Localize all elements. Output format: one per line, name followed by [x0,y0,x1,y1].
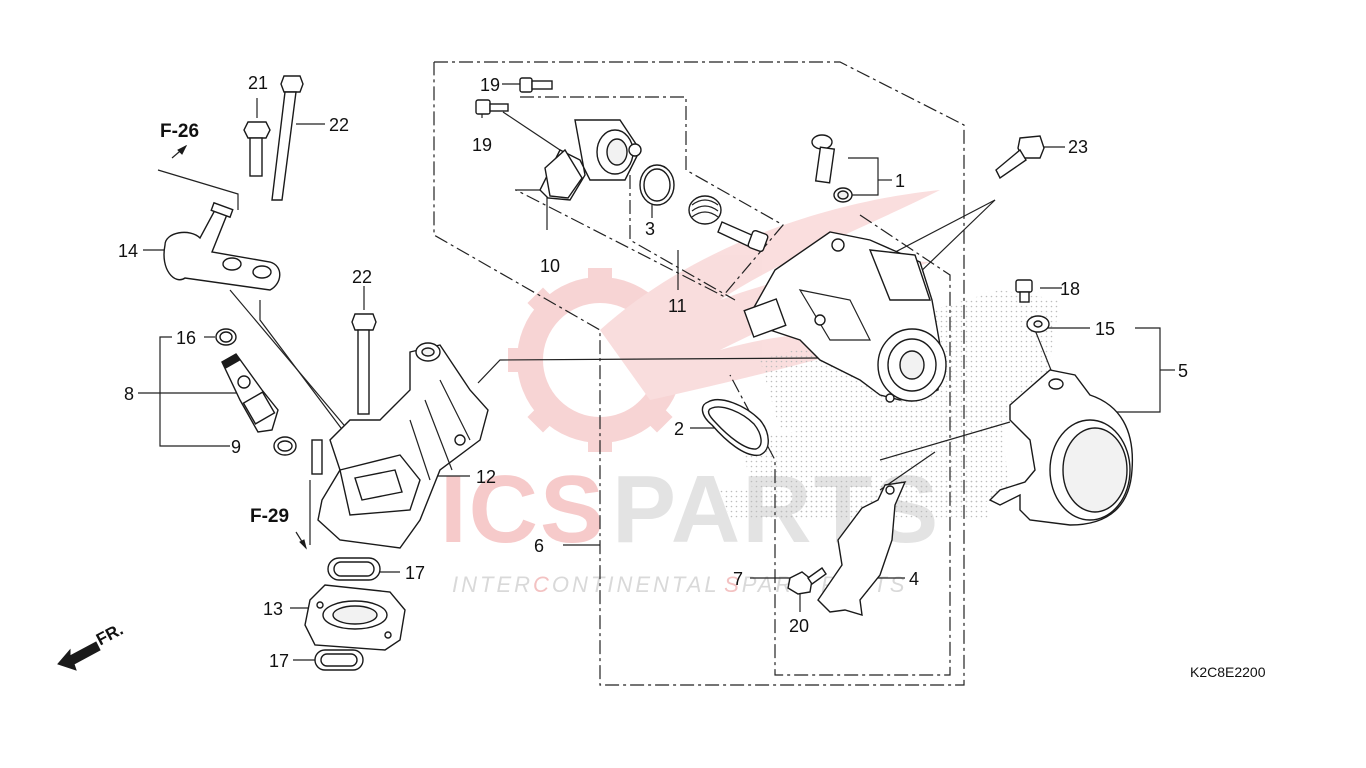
callout-23: 23 [1068,137,1089,157]
part-1-screw [811,134,853,203]
part-19-screw-lower [475,99,509,115]
part-16-o-ring-inner [219,331,233,343]
callout-18: 18 [1060,279,1081,299]
callout-1: 1 [895,171,906,191]
part-12-insulator [311,342,489,549]
callout-5: 5 [1178,361,1189,381]
part-8-injector [221,353,279,433]
section-arrow-f26 [171,144,188,159]
part-13-plate [304,584,406,651]
callout-15: 15 [1095,319,1116,339]
callout-2: 2 [674,419,685,439]
assembly-outlines [433,61,965,686]
part-11-spring [688,195,722,225]
callout-13: 13 [263,599,284,619]
callout-7: 7 [733,569,744,589]
callout-6: 6 [534,536,545,556]
section-arrow-f29 [295,531,307,550]
part-22-long-bolt-lower [351,313,377,415]
part-11-pin [717,221,769,253]
watermark-brand-ics: ICS [440,456,607,563]
callout-12: 12 [476,467,497,487]
callout-22-upper: 22 [329,115,350,135]
part-21-bolt [243,121,271,177]
callout-8: 8 [124,384,135,404]
callout-17-upper: 17 [405,563,426,583]
callout-11: 11 [668,296,687,316]
reference-code: K2C8E2200 [1190,664,1266,680]
part-throttle-body [743,231,947,403]
part-10-sensor [539,119,642,201]
callout-22-lower: 22 [352,267,373,287]
front-direction-arrow [57,641,101,671]
callout-21: 21 [248,73,269,93]
callout-19-upper: 19 [480,75,501,95]
callout-17-lower: 17 [269,651,290,671]
part-3-o-ring-inner [643,168,671,202]
callout-4: 4 [909,569,920,589]
part-22-long-bolt-upper [271,75,304,201]
callout-10: 10 [540,256,561,276]
callout-20: 20 [789,616,810,636]
part-20-screw [787,567,827,595]
callout-3: 3 [645,219,656,239]
section-ref-f29[interactable]: F-29 [250,506,290,527]
part-23-bolt [995,135,1045,180]
callout-16: 16 [176,328,197,348]
part-18-screw [1015,279,1033,303]
part-5-cover [988,369,1134,526]
part-17-gasket-lower [314,649,364,671]
callout-9: 9 [231,437,242,457]
part-4-bracket [817,481,907,616]
part-19-screw-upper [519,77,553,93]
part-17-gasket-upper [327,557,381,581]
part-14-joint [163,201,281,291]
part-2-gasket-inner [707,406,762,450]
section-ref-f26[interactable]: F-26 [160,121,200,142]
callout-19-lower: 19 [472,135,493,155]
part-9-o-ring-inner [277,440,293,452]
part-15-washer [1026,315,1050,333]
callout-14: 14 [118,241,139,261]
